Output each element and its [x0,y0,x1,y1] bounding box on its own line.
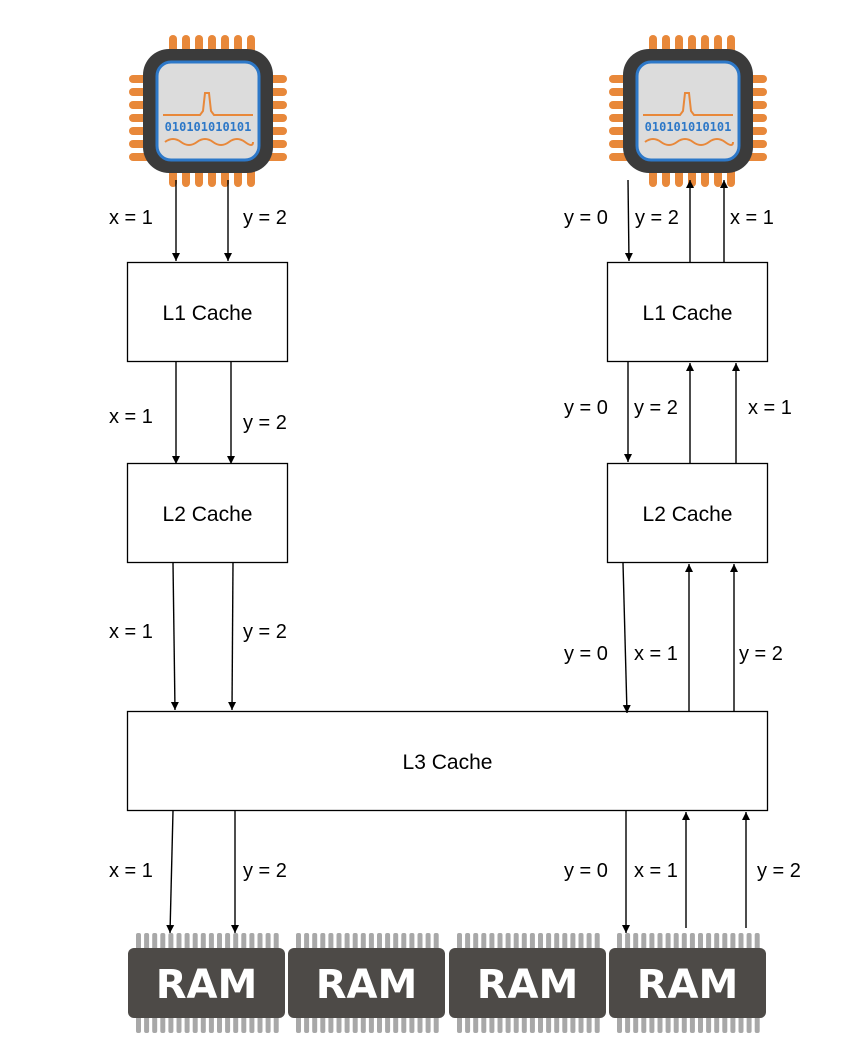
right-l1-cache-label: L1 Cache [643,302,733,325]
arrow-right-cpu-l1-y0 [624,179,633,262]
right-arrows [622,179,750,933]
l3-cache-label: L3 Cache [403,751,493,774]
label-left-cpu-l1-x: x = 1 [109,207,153,229]
wave-icon [164,138,254,146]
ram-label: RAM [477,962,579,1008]
signal-pulse-icon [643,92,733,116]
ram-module-2: RAM [288,933,445,1033]
label-right-l2-l3-x1: x = 1 [634,643,678,665]
label-left-l3-ram-x: x = 1 [109,860,153,882]
ram-modules: RAM RAM RAM RAM [128,933,766,1033]
label-right-l3-ram-x1: x = 1 [634,860,678,882]
label-left-l2-l3-x: x = 1 [109,621,153,643]
ram-chip-body [449,948,606,1018]
signal-pulse-icon [163,92,253,116]
ram-label: RAM [637,962,739,1008]
left-l1-cache: L1 Cache [126,261,289,363]
cpu-die [635,60,741,162]
ram-label: RAM [316,962,418,1008]
label-right-l3-ram-y2: y = 2 [757,860,801,882]
label-right-cpu-l1-x1: x = 1 [730,207,774,229]
left-l2-cache-label: L2 Cache [163,503,253,526]
cpu-binary-text: 010101010101 [165,120,252,134]
arrow-right-l2-l3-y0 [622,562,631,714]
left-arrows [166,180,239,934]
label-left-l2-l3-y: y = 2 [243,621,287,643]
right-l2-cache: L2 Cache [606,462,769,564]
cpu-binary-text: 010101010101 [645,120,732,134]
label-right-l3-ram-y0: y = 0 [564,860,608,882]
label-left-l3-ram-y: y = 2 [243,860,287,882]
label-right-l2-l3-y0: y = 0 [564,643,608,665]
label-right-l1-l2-y0: y = 0 [564,397,608,419]
label-right-l2-l3-y2: y = 2 [739,643,783,665]
ram-module-3: RAM [449,933,606,1033]
right-l2-cache-label: L2 Cache [643,503,733,526]
wave-icon [644,138,734,146]
ram-chip-body [128,948,285,1018]
ram-chip-body [609,948,766,1018]
arrow-left-l3-ram-x [166,810,175,934]
cpu-die [155,60,261,162]
label-right-cpu-l1-y0: y = 0 [564,207,608,229]
right-l1-cache: L1 Cache [606,261,769,363]
edge-labels: x = 1 y = 2 x = 1 y = 2 x = 1 y = 2 x = … [109,207,801,882]
label-right-l1-l2-x1: x = 1 [748,397,792,419]
label-left-l1-l2-y: y = 2 [243,412,287,434]
arrow-left-l2-l3-x [170,562,179,711]
ram-module-4: RAM [609,933,766,1033]
ram-label: RAM [156,962,258,1008]
cpu-right-chip: 010101010101 [609,35,767,187]
cpu-left-chip: 010101010101 [129,35,287,187]
label-left-cpu-l1-y: y = 2 [243,207,287,229]
label-right-cpu-l1-y2: y = 2 [635,207,679,229]
left-l2-cache: L2 Cache [126,462,289,564]
left-l1-cache-label: L1 Cache [163,302,253,325]
l3-cache: L3 Cache [126,710,769,812]
arrow-left-l2-l3-y [228,562,237,711]
label-right-l1-l2-y2: y = 2 [634,397,678,419]
ram-chip-body [288,948,445,1018]
ram-module-1: RAM [128,933,285,1033]
label-left-l1-l2-x: x = 1 [109,406,153,428]
